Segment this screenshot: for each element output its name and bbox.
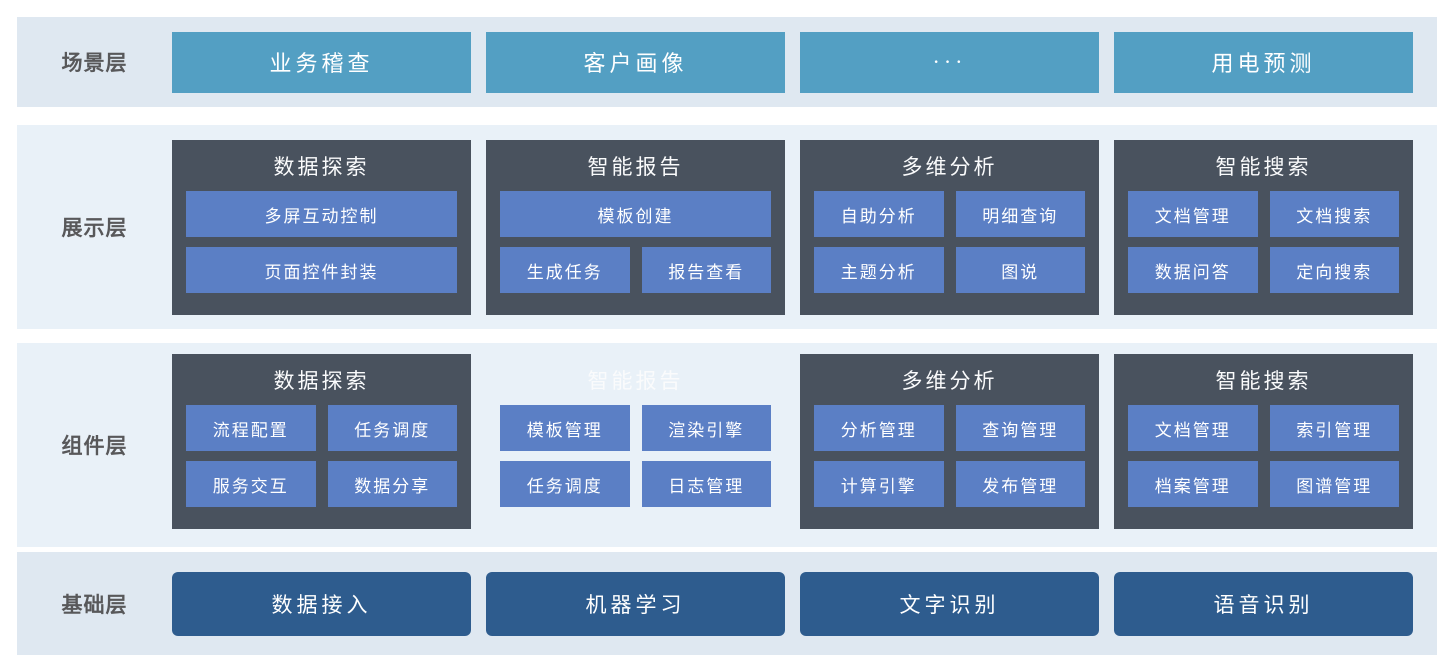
layer-label-scenario: 场景层 (61, 52, 128, 75)
group-item: 档案管理 (1128, 461, 1258, 507)
group-item: 渲染引擎 (641, 405, 771, 451)
group-row: 服务交互数据分享 (186, 461, 457, 507)
group-panel: 智能搜索文档管理索引管理档案管理图谱管理 (1114, 354, 1413, 529)
layer-label-display: 展示层 (61, 217, 128, 240)
scenario-box: ··· (800, 31, 1099, 93)
group-row: 档案管理图谱管理 (1128, 461, 1399, 507)
group-item: 流程配置 (186, 405, 316, 451)
group-item: 计算引擎 (814, 461, 944, 507)
foundation-box: 数据接入 (172, 571, 471, 636)
group-row: 数据问答定向搜索 (1128, 247, 1399, 293)
group-item: 报告查看 (641, 247, 771, 293)
layer-band-foundation: 基础层 数据接入机器学习文字识别语音识别 (17, 552, 1437, 655)
group-item: 模板管理 (500, 405, 630, 451)
group-title: 多维分析 (901, 154, 998, 179)
layer-content: 数据探索流程配置任务调度服务交互数据分享智能报告模板管理渲染引擎任务调度日志管理… (172, 343, 1437, 547)
group-item: 日志管理 (641, 461, 771, 507)
group-title: 多维分析 (901, 368, 998, 393)
group-item: 任务调度 (327, 405, 457, 451)
group-item: 文档管理 (1128, 405, 1258, 451)
group-row: 计算引擎发布管理 (814, 461, 1085, 507)
group-panel: 数据探索流程配置任务调度服务交互数据分享 (172, 354, 471, 529)
group-row: 页面控件封装 (186, 247, 457, 293)
layer-label-component: 组件层 (61, 435, 128, 458)
group-title: 智能报告 (587, 154, 684, 179)
group-row: 文档管理索引管理 (1128, 405, 1399, 451)
group-title: 智能搜索 (1215, 368, 1312, 393)
layer-band-display: 展示层数据探索多屏互动控制页面控件封装智能报告模板创建生成任务报告查看多维分析自… (17, 125, 1437, 329)
group-item: 分析管理 (814, 405, 944, 451)
layer-content: 数据探索多屏互动控制页面控件封装智能报告模板创建生成任务报告查看多维分析自助分析… (172, 125, 1437, 329)
group-item: 任务调度 (500, 461, 630, 507)
group-row: 模板创建 (500, 191, 771, 237)
group-item: 模板创建 (500, 191, 771, 237)
layer-content: 业务稽查客户画像···用电预测 (172, 17, 1437, 107)
group-item: 查询管理 (955, 405, 1085, 451)
group-title: 数据探索 (273, 154, 370, 179)
foundation-box: 文字识别 (800, 571, 1099, 636)
foundation-box: 语音识别 (1114, 571, 1413, 636)
group-item: 服务交互 (186, 461, 316, 507)
group-item: 发布管理 (955, 461, 1085, 507)
group-panel: 智能搜索文档管理文档搜索数据问答定向搜索 (1114, 140, 1413, 315)
group-row: 自助分析明细查询 (814, 191, 1085, 237)
group-item: 图说 (955, 247, 1085, 293)
layer-band-component: 组件层数据探索流程配置任务调度服务交互数据分享智能报告模板管理渲染引擎任务调度日… (17, 343, 1437, 547)
group-row: 主题分析图说 (814, 247, 1085, 293)
scenario-box: 用电预测 (1114, 31, 1413, 93)
group-item: 图谱管理 (1269, 461, 1399, 507)
group-item: 页面控件封装 (186, 247, 457, 293)
scenario-box: 客户画像 (486, 31, 785, 93)
group-item: 文档管理 (1128, 191, 1258, 237)
layer-content: 数据接入机器学习文字识别语音识别 (172, 552, 1437, 655)
scenario-box: 业务稽查 (172, 31, 471, 93)
group-row: 流程配置任务调度 (186, 405, 457, 451)
group-item: 生成任务 (500, 247, 630, 293)
group-panel: 智能报告模板管理渲染引擎任务调度日志管理 (486, 354, 785, 529)
group-row: 多屏互动控制 (186, 191, 457, 237)
group-title: 智能报告 (587, 368, 684, 393)
group-item: 索引管理 (1269, 405, 1399, 451)
group-panel: 多维分析自助分析明细查询主题分析图说 (800, 140, 1099, 315)
group-item: 数据分享 (327, 461, 457, 507)
group-item: 主题分析 (814, 247, 944, 293)
group-row: 文档管理文档搜索 (1128, 191, 1399, 237)
group-title: 数据探索 (273, 368, 370, 393)
group-item: 多屏互动控制 (186, 191, 457, 237)
group-item: 数据问答 (1128, 247, 1258, 293)
group-title: 智能搜索 (1215, 154, 1312, 179)
group-row: 分析管理查询管理 (814, 405, 1085, 451)
group-panel: 智能报告模板创建生成任务报告查看 (486, 140, 785, 315)
group-panel: 数据探索多屏互动控制页面控件封装 (172, 140, 471, 315)
group-item: 自助分析 (814, 191, 944, 237)
group-row: 任务调度日志管理 (500, 461, 771, 507)
foundation-box: 机器学习 (486, 571, 785, 636)
group-item: 文档搜索 (1269, 191, 1399, 237)
group-panel: 多维分析分析管理查询管理计算引擎发布管理 (800, 354, 1099, 529)
group-item: 定向搜索 (1269, 247, 1399, 293)
group-item: 明细查询 (955, 191, 1085, 237)
group-row: 生成任务报告查看 (500, 247, 771, 293)
layer-label-foundation: 基础层 (61, 593, 128, 617)
layer-band-scenario: 场景层 业务稽查客户画像···用电预测 (17, 17, 1437, 107)
group-row: 模板管理渲染引擎 (500, 405, 771, 451)
